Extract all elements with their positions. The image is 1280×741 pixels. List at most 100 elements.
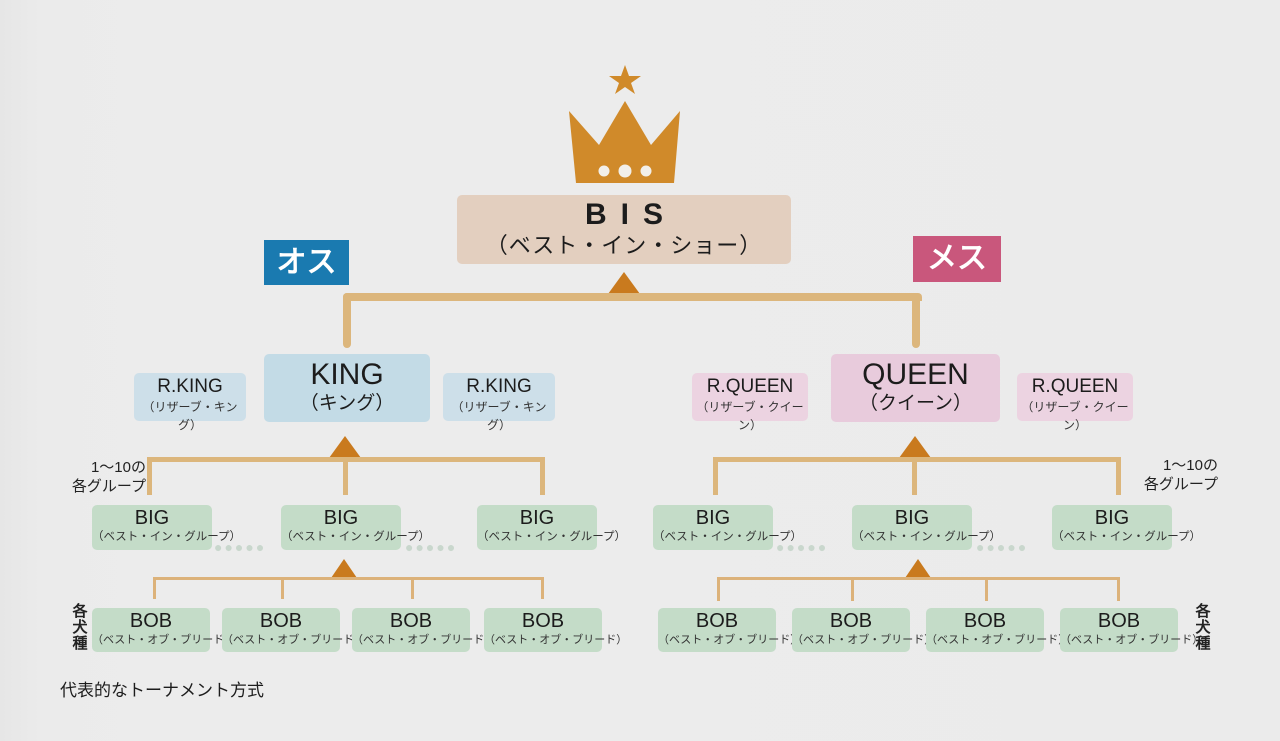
big-box: BIG （ベスト・イン・グループ） <box>1052 505 1202 550</box>
bob-box: BOB （ベスト・オブ・ブリード） <box>352 608 496 652</box>
female-tag: メス <box>913 236 1001 282</box>
bob-label: BOB <box>129 610 173 632</box>
bob-sub: （ベスト・オブ・ブリード） <box>352 634 496 646</box>
diagram-caption: 代表的なトーナメント方式 <box>60 681 264 700</box>
queen-sub: （クイーン） <box>858 393 973 414</box>
king-label: KING <box>310 358 384 391</box>
breed-note-char: 犬 <box>72 619 88 636</box>
bob-sub: （ベスト・オブ・ブリード） <box>484 634 628 646</box>
crown-with-star-icon <box>569 65 680 183</box>
connector <box>281 577 284 599</box>
big-label: BIG <box>134 507 170 529</box>
bob-box: BOB （ベスト・オブ・ブリード） <box>1060 608 1204 652</box>
connector <box>912 457 917 495</box>
reserve-king-sub: （リザーブ・キング） <box>451 400 547 432</box>
big-sub: （ベスト・イン・グループ） <box>281 531 431 543</box>
bob-sub: （ベスト・オブ・ブリード） <box>92 634 236 646</box>
bob-sub: （ベスト・オブ・ブリード） <box>926 634 1070 646</box>
connector <box>713 457 718 495</box>
bob-label: BOB <box>695 610 739 632</box>
big-label: BIG <box>519 507 555 529</box>
reserve-queen-label: R.QUEEN <box>1031 376 1119 397</box>
big-sub: （ベスト・イン・グループ） <box>852 531 1002 543</box>
group-note-line: 1〜10の <box>90 459 146 476</box>
bob-label: BOB <box>521 610 565 632</box>
connector <box>851 577 854 601</box>
connector <box>717 577 1120 580</box>
big-sub: （ベスト・イン・グループ） <box>1052 531 1202 543</box>
queen-box: QUEEN （クイーン） <box>831 354 1000 422</box>
arrow-up-icon <box>329 436 361 458</box>
connector <box>343 293 922 301</box>
king-box: KING （キング） <box>264 354 430 422</box>
bob-box: BOB （ベスト・オブ・ブリード） <box>484 608 628 652</box>
big-box: BIG （ベスト・イン・グループ） <box>281 505 431 550</box>
ellipsis-dots: ●●●●● <box>976 539 1029 555</box>
reserve-king-sub: （リザーブ・キング） <box>142 400 238 432</box>
ellipsis-dots: ●●●●● <box>214 539 267 555</box>
reserve-queen-box: R.QUEEN （リザーブ・クイーン） <box>1017 373 1133 432</box>
breed-note-female: 各 犬 種 <box>1195 604 1211 652</box>
reserve-queen-box: R.QUEEN （リザーブ・クイーン） <box>692 373 808 432</box>
connector <box>540 457 545 495</box>
connector <box>411 577 414 599</box>
arrow-up-icon <box>608 272 640 294</box>
breed-note-char: 種 <box>1195 635 1211 652</box>
group-note-male: 1〜10の 各グループ <box>60 458 146 496</box>
connector <box>1117 577 1120 601</box>
group-note-line: 各グループ <box>1143 476 1218 493</box>
big-sub: （ベスト・イン・グループ） <box>92 531 242 543</box>
group-note-line: 1〜10の <box>1162 457 1218 474</box>
breed-note-char: 種 <box>72 635 88 652</box>
bis-label: BIS <box>584 198 677 231</box>
connector <box>912 293 920 348</box>
big-label: BIG <box>695 507 731 529</box>
ellipsis-dots: ●●●●● <box>776 539 829 555</box>
connector <box>153 577 543 580</box>
big-sub: （ベスト・イン・グループ） <box>653 531 803 543</box>
queen-label: QUEEN <box>862 358 969 391</box>
group-note-line: 各グループ <box>71 478 146 495</box>
bob-box: BOB （ベスト・オブ・ブリード） <box>92 608 236 652</box>
big-box: BIG （ベスト・イン・グループ） <box>653 505 803 550</box>
bob-label: BOB <box>829 610 873 632</box>
connector <box>343 457 348 495</box>
bob-label: BOB <box>259 610 303 632</box>
big-box: BIG （ベスト・イン・グループ） <box>92 505 242 550</box>
big-box: BIG （ベスト・イン・グループ） <box>852 505 1002 550</box>
big-sub: （ベスト・イン・グループ） <box>477 531 627 543</box>
bob-sub: （ベスト・オブ・ブリード） <box>1060 634 1204 646</box>
reserve-king-box: R.KING （リザーブ・キング） <box>134 373 246 432</box>
connector <box>343 293 351 348</box>
breed-note-char: 各 <box>1195 603 1211 620</box>
reserve-king-box: R.KING （リザーブ・キング） <box>443 373 555 432</box>
king-sub: （キング） <box>299 393 395 414</box>
group-note-female: 1〜10の 各グループ <box>1128 456 1218 494</box>
breed-note-char: 各 <box>72 603 88 620</box>
male-tag: オス <box>264 240 349 285</box>
ellipsis-dots: ●●●●● <box>405 539 458 555</box>
bob-label: BOB <box>963 610 1007 632</box>
big-label: BIG <box>894 507 930 529</box>
connector <box>717 577 720 601</box>
bob-label: BOB <box>389 610 433 632</box>
connector <box>713 457 1121 462</box>
bob-sub: （ベスト・オブ・ブリード） <box>792 634 936 646</box>
big-box: BIG （ベスト・イン・グループ） <box>477 505 627 550</box>
bob-box: BOB （ベスト・オブ・ブリード） <box>658 608 802 652</box>
connector <box>1116 457 1121 495</box>
bob-sub: （ベスト・オブ・ブリード） <box>658 634 802 646</box>
bob-box: BOB （ベスト・オブ・ブリード） <box>926 608 1070 652</box>
arrow-up-icon <box>905 559 931 578</box>
reserve-queen-label: R.QUEEN <box>706 376 794 397</box>
connector <box>985 577 988 601</box>
connector <box>541 577 544 599</box>
bob-box: BOB （ベスト・オブ・ブリード） <box>792 608 936 652</box>
reserve-king-label: R.KING <box>466 376 532 397</box>
star-icon <box>609 65 641 94</box>
bob-box: BOB （ベスト・オブ・ブリード） <box>222 608 365 652</box>
crown-icon <box>569 101 680 183</box>
big-label: BIG <box>1094 507 1130 529</box>
reserve-king-label: R.KING <box>157 376 223 397</box>
connector <box>147 457 152 495</box>
